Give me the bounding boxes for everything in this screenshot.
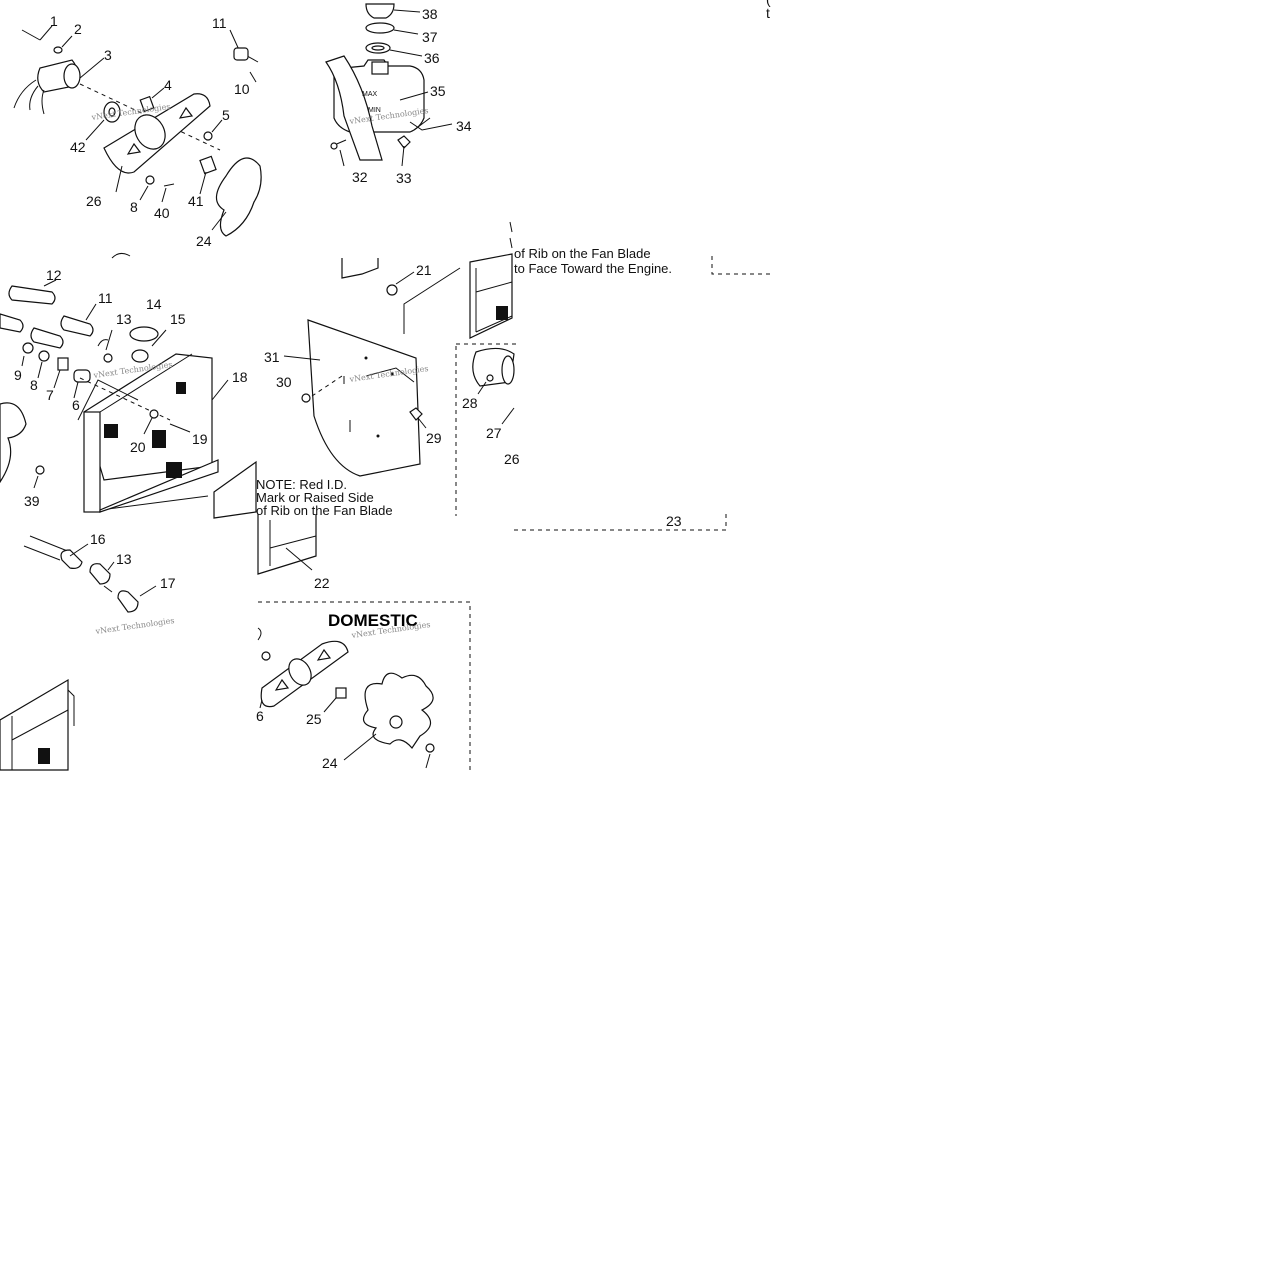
callout-38: 38 [422,6,438,22]
note-line-2: Mark or Raised Side [256,490,374,505]
panel-bottom-center [257,514,471,770]
panel-top-left [13,25,262,237]
fragment-char-2: t [766,5,770,21]
note-line-3: of Rib on the Fan Blade [256,503,393,518]
note-line-1: NOTE: Red I.D. [256,477,347,492]
callout-1: 1 [50,13,58,29]
panel-bottom-left [0,535,157,771]
callout-19: 19 [192,431,208,447]
callout-40: 40 [154,205,170,221]
note-right-line-1: of Rib on the Fan Blade [514,246,651,261]
callout-36: 36 [424,50,440,66]
callout-33: 33 [396,170,412,186]
callout-16: 16 [90,531,106,547]
callout-13: 13 [116,311,132,327]
callout-12: 12 [46,267,62,283]
callout-26b: 26 [504,451,520,467]
panel-mid-right [455,253,772,531]
callout-37: 37 [422,29,438,45]
callout-22: 22 [314,575,330,591]
callout-42: 42 [70,139,86,155]
callout-31: 31 [264,349,280,365]
callout-35: 35 [430,83,446,99]
callout-27: 27 [486,425,502,441]
callout-32: 32 [352,169,368,185]
callout-28: 28 [462,395,478,411]
callout-7: 7 [46,387,54,403]
callout-8b: 8 [30,377,38,393]
note-right-line-2: to Face Toward the Engine. [514,261,672,276]
callout-41: 41 [188,193,204,209]
callout-15: 15 [170,311,186,327]
panel-top-middle [325,3,453,167]
callout-18: 18 [232,369,248,385]
callout-4: 4 [164,77,172,93]
watermark-5: vNext Technologies [94,616,175,636]
callout-2: 2 [74,21,82,37]
tank-min-mark: MIN [368,107,381,114]
callout-25: 25 [306,711,322,727]
callout-21: 21 [416,262,432,278]
callout-10: 10 [234,81,250,97]
callout-24b: 24 [322,755,338,771]
panel-mid-center [283,221,513,477]
callout-5: 5 [222,107,230,123]
callout-24: 24 [196,233,212,249]
callout-39: 39 [24,493,40,509]
callout-23: 23 [666,513,682,529]
panel-mid-left [0,252,257,519]
callout-6b: 6 [256,708,264,724]
callout-6: 6 [72,397,80,413]
callout-14: 14 [146,296,162,312]
callout-11: 11 [212,15,227,31]
callout-13b: 13 [116,551,132,567]
callout-8: 8 [130,199,138,215]
callout-34: 34 [456,118,472,134]
callout-3: 3 [104,47,112,63]
domestic-label: DOMESTIC [328,611,418,630]
callout-20: 20 [130,439,146,455]
callout-11b: 11 [98,290,113,306]
callout-29: 29 [426,430,442,446]
callout-9: 9 [14,367,22,383]
callout-30: 30 [276,374,292,390]
tank-max-mark: MAX [362,91,378,98]
callout-17: 17 [160,575,176,591]
callout-26: 26 [86,193,102,209]
fragment-char-1: ( [766,0,771,7]
